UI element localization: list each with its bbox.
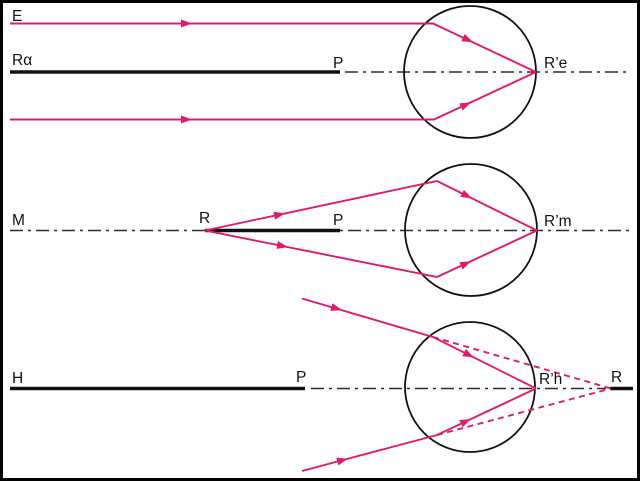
label-eye-myopic: M: [12, 212, 25, 229]
label-retina-image-myopic: R’m: [544, 213, 572, 230]
ray-emmetropic-upper: [10, 22, 537, 73]
labels: E Rα P R’e M R P R’m H P R’h R: [12, 8, 622, 388]
label-principal-emmetropic: P: [333, 55, 343, 72]
virtual-ray-hyperopic-lower: [436, 387, 612, 436]
arrow-icon: [181, 19, 192, 28]
arrow-icon: [336, 457, 348, 466]
arrow-icon: [181, 115, 192, 124]
arrow-icon: [459, 102, 471, 111]
optical-axes: [10, 71, 630, 390]
label-far-point-myopic: R: [199, 210, 210, 227]
arrow-icon: [462, 348, 474, 358]
arrow-icon: [461, 33, 473, 43]
label-retina-image-hyperopic: R’h: [539, 371, 562, 388]
arrow-icon: [330, 303, 342, 311]
arrow-icon: [459, 419, 471, 428]
ray-emmetropic-lower: [10, 71, 537, 121]
arrow-icon: [273, 211, 285, 220]
far-point-lines: [10, 70, 633, 391]
label-retina-image-emmetropic: R’e: [544, 55, 567, 72]
label-eye-emmetropic: E: [12, 8, 22, 25]
arrow-icon: [460, 189, 472, 199]
ray-arrowheads: [181, 19, 474, 466]
arrow-icon: [276, 241, 288, 249]
label-principal-myopic: P: [333, 212, 343, 229]
arrow-icon: [459, 261, 471, 270]
label-principal-hyperopic: P: [296, 369, 306, 386]
label-far-point-emmetropic: Rα: [12, 52, 32, 69]
virtual-rays: [432, 336, 612, 436]
label-virtual-far-point-hyperopic: R: [611, 369, 622, 386]
label-eye-hyperopic: H: [12, 370, 23, 387]
